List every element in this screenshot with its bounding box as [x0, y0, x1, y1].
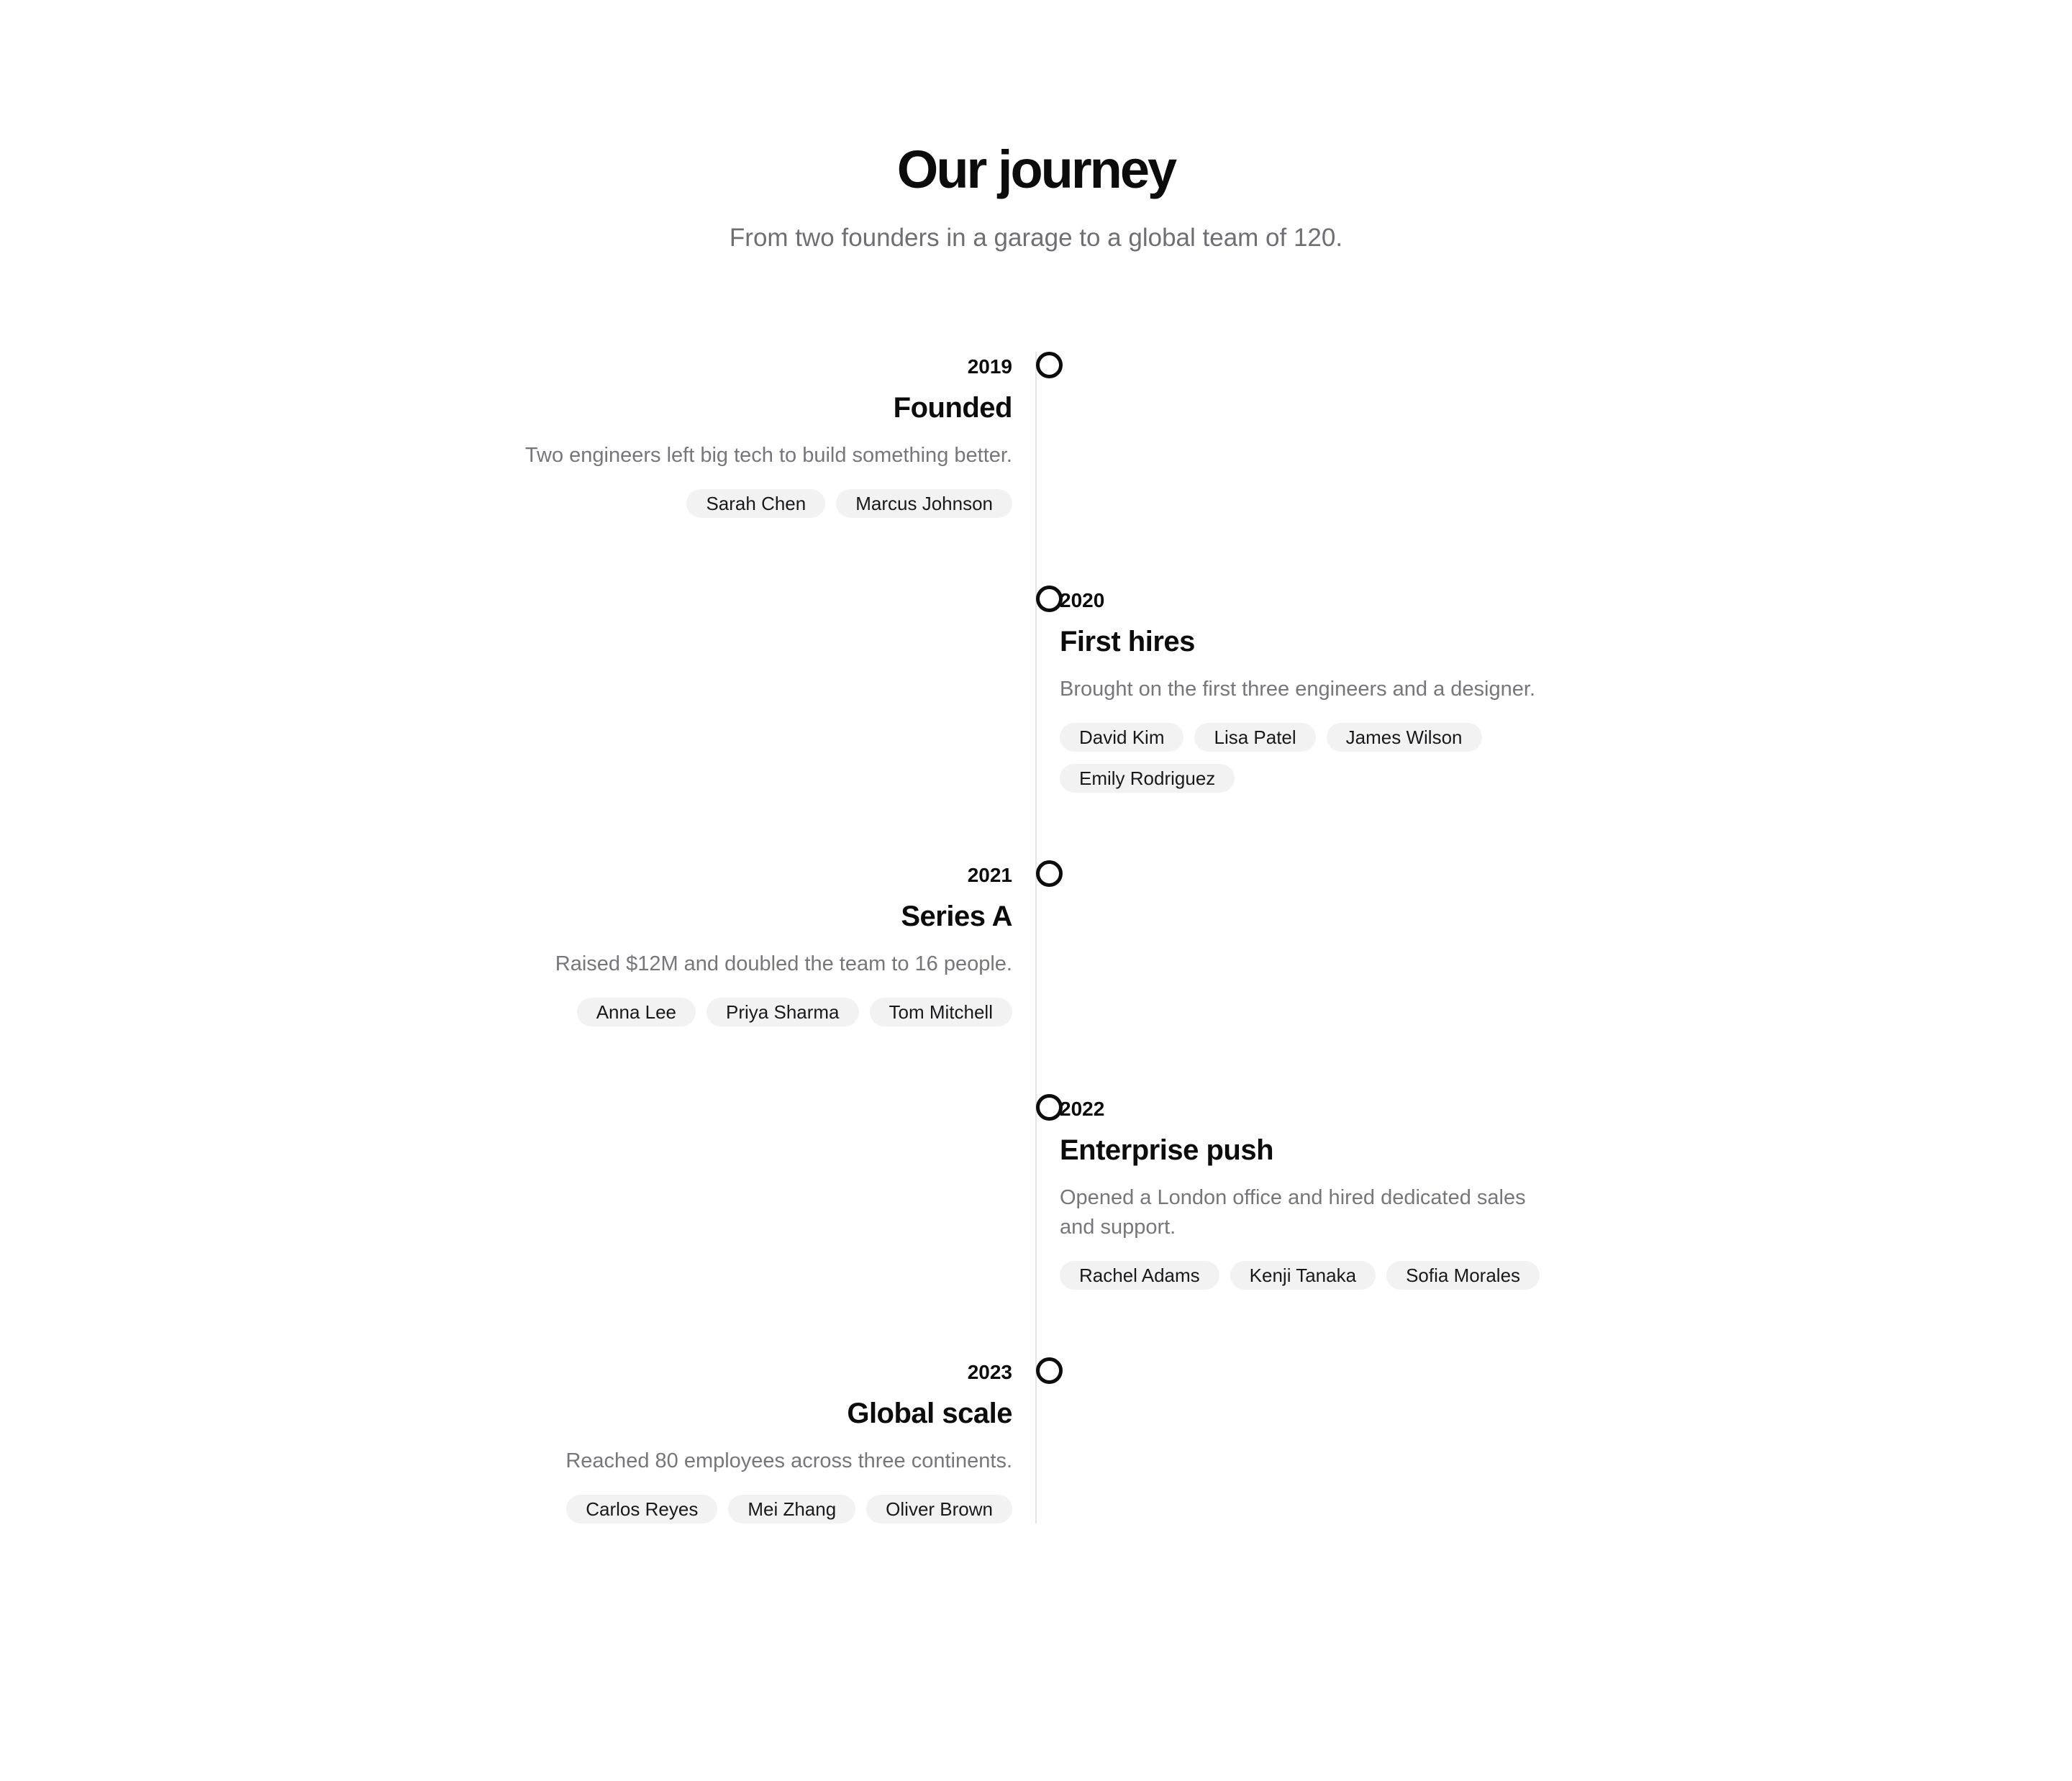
timeline-year: 2021 — [967, 864, 1012, 886]
timeline-year: 2020 — [1060, 589, 1105, 611]
person-tag: Mei Zhang — [728, 1495, 856, 1523]
timeline-item: 2019 Founded Two engineers left big tech… — [511, 352, 1063, 518]
timeline-item-description: Brought on the first three engineers and… — [1060, 678, 1535, 701]
timeline-item-description: Raised $12M and doubled the team to 16 p… — [555, 952, 1012, 975]
timeline-year: 2023 — [967, 1361, 1012, 1383]
page-subtitle: From two founders in a garage to a globa… — [729, 224, 1343, 252]
timeline-people-tags: Carlos Reyes Mei Zhang Oliver Brown — [511, 1495, 1012, 1523]
timeline-marker-icon — [1036, 1357, 1063, 1384]
person-tag: Tom Mitchell — [869, 998, 1012, 1026]
timeline-year: 2022 — [1060, 1098, 1105, 1120]
timeline-item-title: First hires — [1060, 626, 1195, 657]
person-tag: Sarah Chen — [686, 489, 826, 518]
timeline-item: 2023 Global scale Reached 80 employees a… — [511, 1357, 1063, 1523]
timeline-item-description: Reached 80 employees across three contin… — [565, 1449, 1012, 1472]
timeline-people-tags: Rachel Adams Kenji Tanaka Sofia Morales — [1060, 1261, 1561, 1290]
person-tag: James Wilson — [1326, 723, 1482, 752]
person-tag: Oliver Brown — [866, 1495, 1012, 1523]
timeline-item: 2021 Series A Raised $12M and doubled th… — [511, 860, 1063, 1026]
person-tag: Anna Lee — [576, 998, 696, 1026]
person-tag: Kenji Tanaka — [1230, 1261, 1376, 1290]
timeline-marker-icon — [1036, 860, 1063, 887]
person-tag: Sofia Morales — [1386, 1261, 1540, 1290]
timeline-item-title: Founded — [893, 392, 1013, 424]
timeline-year: 2019 — [967, 355, 1012, 378]
person-tag: Priya Sharma — [706, 998, 859, 1026]
timeline-item-description: Opened a London office and hired dedicat… — [1060, 1186, 1526, 1239]
timeline-marker-icon — [1036, 586, 1063, 612]
timeline-item-title: Enterprise push — [1060, 1134, 1274, 1166]
person-tag: Rachel Adams — [1060, 1261, 1219, 1290]
person-tag: Carlos Reyes — [566, 1495, 718, 1523]
timeline-line — [1035, 352, 1037, 1523]
timeline-marker-icon — [1036, 1094, 1063, 1121]
timeline-marker-icon — [1036, 352, 1063, 378]
person-tag: David Kim — [1060, 723, 1184, 752]
person-tag: Emily Rodriguez — [1060, 764, 1235, 793]
timeline-item-description: Two engineers left big tech to build som… — [524, 444, 1012, 467]
timeline-people-tags: Sarah Chen Marcus Johnson — [511, 489, 1012, 518]
person-tag: Marcus Johnson — [836, 489, 1012, 518]
timeline: 2019 Founded Two engineers left big tech… — [511, 352, 1561, 1523]
timeline-item: 2022 Enterprise push Opened a London off… — [1036, 1094, 1561, 1290]
page: Our journey From two founders in a garag… — [0, 141, 2072, 1523]
timeline-item-title: Global scale — [847, 1398, 1012, 1429]
timeline-item-title: Series A — [901, 901, 1012, 932]
timeline-item: 2020 First hires Brought on the first th… — [1036, 586, 1561, 793]
person-tag: Lisa Patel — [1194, 723, 1316, 752]
timeline-people-tags: Anna Lee Priya Sharma Tom Mitchell — [511, 998, 1012, 1026]
page-title: Our journey — [896, 140, 1177, 199]
